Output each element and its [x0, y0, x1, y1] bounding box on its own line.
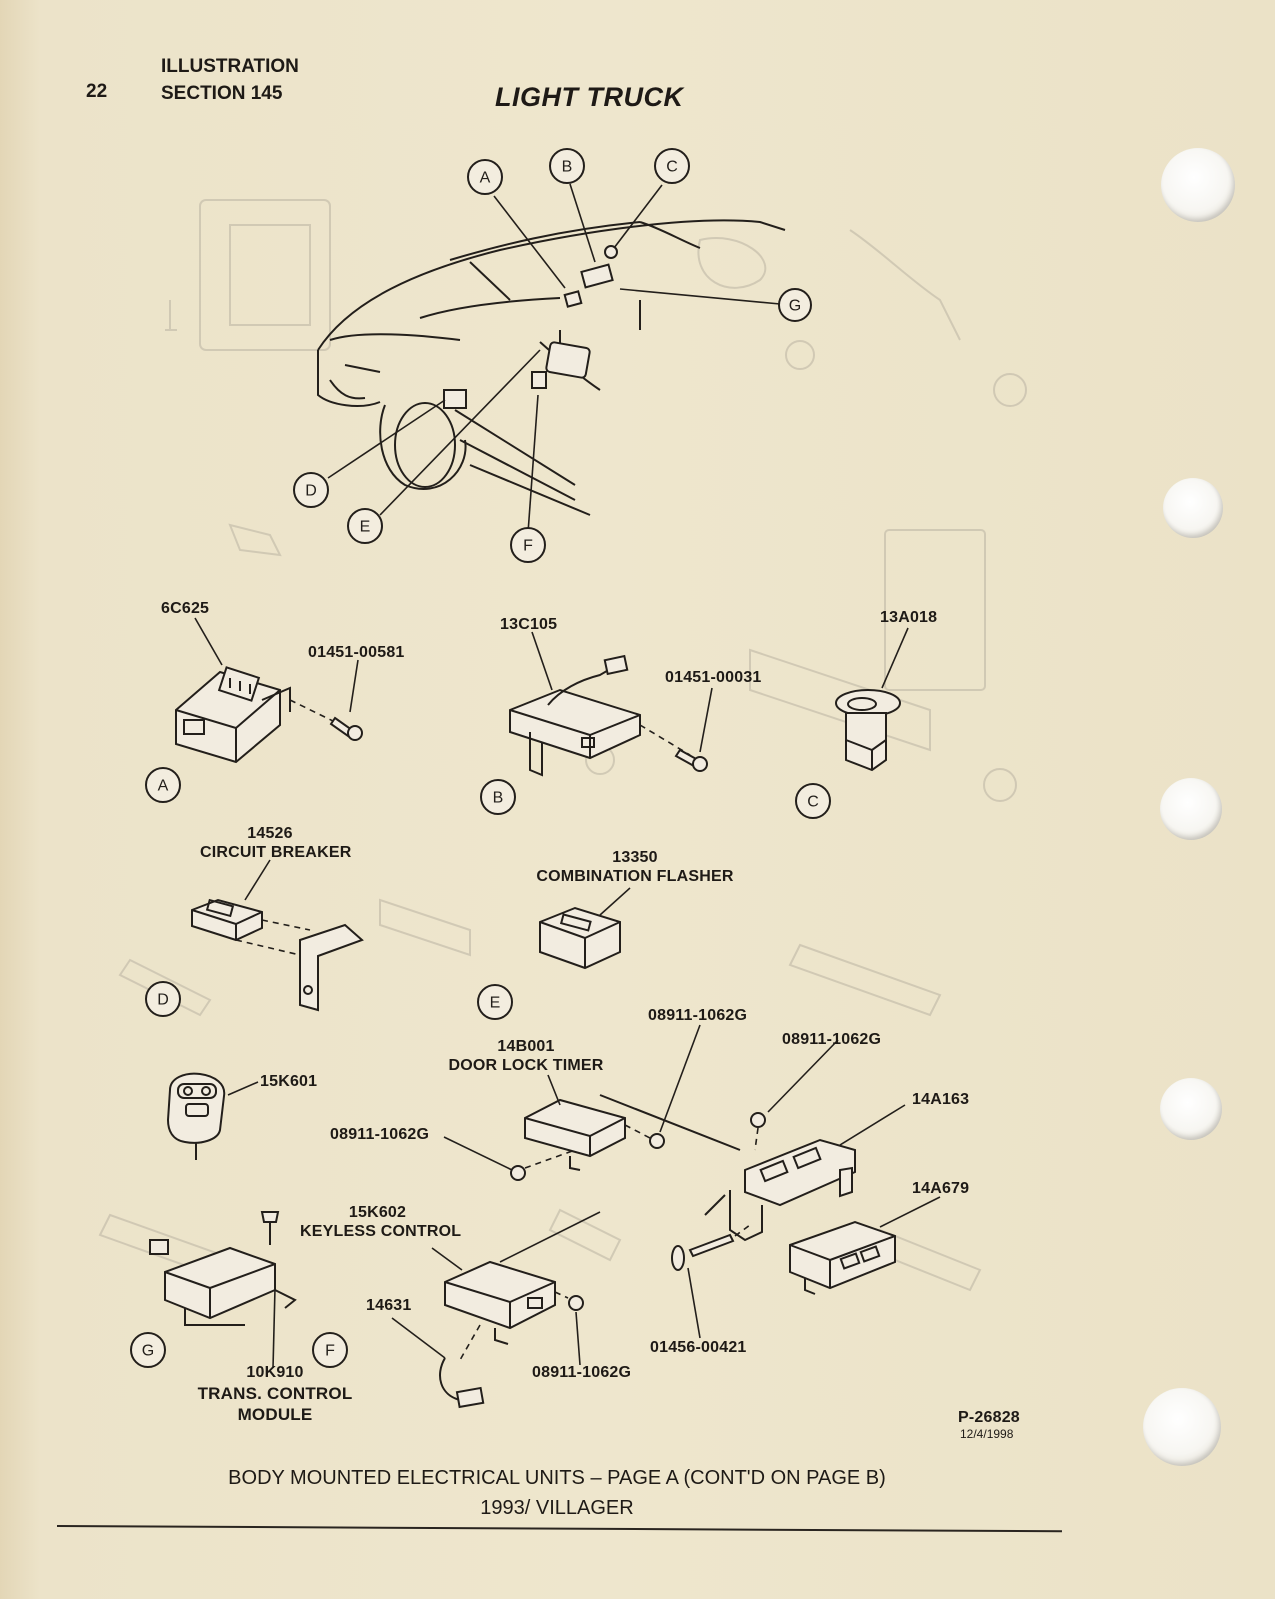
reference-date: 12/4/1998: [960, 1427, 1014, 1441]
bolt-01456-drawing: [671, 1224, 751, 1339]
callout-d: D: [145, 981, 181, 1017]
label-nut-top-center: 08911-1062G: [648, 1007, 748, 1024]
svg-text:D: D: [157, 992, 169, 1009]
binder-hole-1: [1161, 148, 1235, 222]
svg-text:F: F: [325, 1343, 335, 1360]
reference-code: P-26828: [958, 1409, 1020, 1426]
callout-b-top: B: [549, 148, 585, 184]
label-trans-control-module: 10K910 TRANS. CONTROL MODULE: [180, 1362, 370, 1425]
callout-d-top: D: [293, 472, 329, 508]
label-nut-left: 08911-1062G: [330, 1126, 430, 1143]
svg-text:A: A: [158, 778, 169, 795]
keyless-remote-drawing: [166, 1072, 259, 1160]
callout-c: C: [795, 783, 831, 819]
label-13350: 13350: [612, 849, 658, 866]
callout-g-top: G: [778, 288, 812, 322]
label-combination-flasher-name: COMBINATION FLASHER: [536, 868, 734, 885]
label-door-lock-timer: 14B001 DOOR LOCK TIMER: [446, 1037, 606, 1075]
header-illustration: ILLUSTRATION: [161, 56, 299, 77]
bracket-14a163-drawing: [599, 1039, 906, 1242]
label-13c105: 13C105: [500, 616, 558, 633]
page-title: LIGHT TRUCK: [495, 82, 684, 112]
callout-c-top: C: [654, 148, 690, 184]
figure-subcaption: 1993/ VILLAGER: [480, 1497, 634, 1519]
label-14526: 14526: [247, 825, 293, 842]
part-13a018-drawing: [835, 627, 909, 772]
callout-f: F: [312, 1332, 348, 1368]
label-keyless-control: 15K602 KEYLESS CONTROL: [300, 1203, 462, 1241]
label-15k601: 15K601: [260, 1073, 318, 1090]
vehicle-outline: [317, 219, 786, 516]
svg-text:F: F: [523, 538, 533, 555]
label-nut-top-right: 08911-1062G: [782, 1031, 882, 1048]
label-nut-bottom: 08911-1062G: [532, 1364, 632, 1381]
door-lock-timer-drawing: [443, 1024, 701, 1181]
svg-text:G: G: [789, 298, 801, 315]
label-keyless-control-name: KEYLESS CONTROL: [300, 1223, 462, 1240]
svg-text:E: E: [490, 995, 501, 1012]
keyless-control-drawing: [391, 1211, 601, 1409]
callout-e-top: E: [347, 508, 383, 544]
label-14a163: 14A163: [912, 1091, 970, 1108]
svg-text:C: C: [666, 159, 678, 176]
svg-text:D: D: [305, 483, 317, 500]
label-15k602: 15K602: [348, 1204, 407, 1221]
binder-hole-5: [1143, 1388, 1221, 1466]
label-01456-00421: 01456-00421: [650, 1339, 747, 1356]
page-number: 22: [86, 81, 108, 102]
label-combination-flasher: 13350 COMBINATION FLASHER: [530, 848, 740, 886]
module-14a679-drawing: [789, 1196, 941, 1295]
callout-f-top: F: [510, 527, 546, 563]
module-13c105-drawing: [509, 631, 713, 777]
bleed-through-art: [98, 199, 1027, 1292]
label-01451-00581: 01451-00581: [308, 644, 405, 661]
label-13a018: 13A018: [880, 609, 938, 626]
svg-text:G: G: [142, 1343, 154, 1360]
callout-a-top: A: [467, 159, 503, 195]
label-14b001: 14B001: [497, 1038, 555, 1055]
label-circuit-breaker-name: CIRCUIT BREAKER: [200, 844, 352, 861]
callout-a: A: [145, 767, 181, 803]
callout-g: G: [130, 1332, 166, 1368]
label-tcm-name-1: TRANS. CONTROL: [197, 1384, 353, 1403]
svg-text:C: C: [807, 794, 819, 811]
svg-text:A: A: [480, 170, 491, 187]
label-tcm-name-2: MODULE: [237, 1405, 313, 1424]
circuit-breaker-drawing: [191, 859, 364, 1012]
relay-6c625-drawing: [175, 617, 363, 764]
callout-e: E: [477, 984, 513, 1020]
binder-hole-3: [1160, 778, 1222, 840]
label-14631: 14631: [366, 1297, 412, 1314]
trans-control-module-drawing: [149, 1211, 297, 1369]
label-14a679: 14A679: [912, 1180, 970, 1197]
header-section: SECTION 145: [161, 83, 283, 104]
label-circuit-breaker: 14526 CIRCUIT BREAKER: [200, 824, 352, 862]
label-6c625: 6C625: [161, 600, 210, 617]
callout-b: B: [480, 779, 516, 815]
combination-flasher-drawing: [539, 887, 631, 970]
label-01451-00031: 01451-00031: [665, 669, 762, 686]
vehicle-leaders: [327, 183, 781, 534]
svg-text:B: B: [562, 159, 573, 176]
figure-caption: BODY MOUNTED ELECTRICAL UNITS – PAGE A (…: [228, 1467, 886, 1489]
label-door-lock-timer-name: DOOR LOCK TIMER: [448, 1057, 604, 1074]
svg-text:E: E: [360, 519, 371, 536]
label-10k910: 10K910: [246, 1364, 304, 1381]
svg-text:B: B: [493, 790, 504, 807]
binder-hole-2: [1163, 478, 1223, 538]
binder-hole-4: [1160, 1078, 1222, 1140]
